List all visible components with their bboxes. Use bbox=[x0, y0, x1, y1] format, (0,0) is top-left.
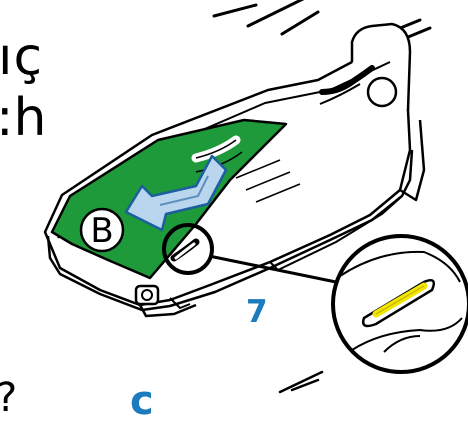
partial-text-line-2: :h bbox=[0, 92, 46, 144]
phone-back-illustration: B ıç :h 7 ? c bbox=[0, 0, 468, 394]
partial-text-bottom-left: ? bbox=[0, 378, 17, 418]
marker-letter: B bbox=[90, 211, 113, 251]
zoom-callout-circle bbox=[333, 236, 468, 372]
partial-text-line-1: ıç bbox=[0, 31, 43, 83]
phone-diagram: B bbox=[0, 0, 468, 394]
callout-label: 7 bbox=[246, 294, 268, 330]
bottom-streaks bbox=[280, 372, 322, 392]
partial-text-bottom-blue: c bbox=[130, 381, 154, 421]
